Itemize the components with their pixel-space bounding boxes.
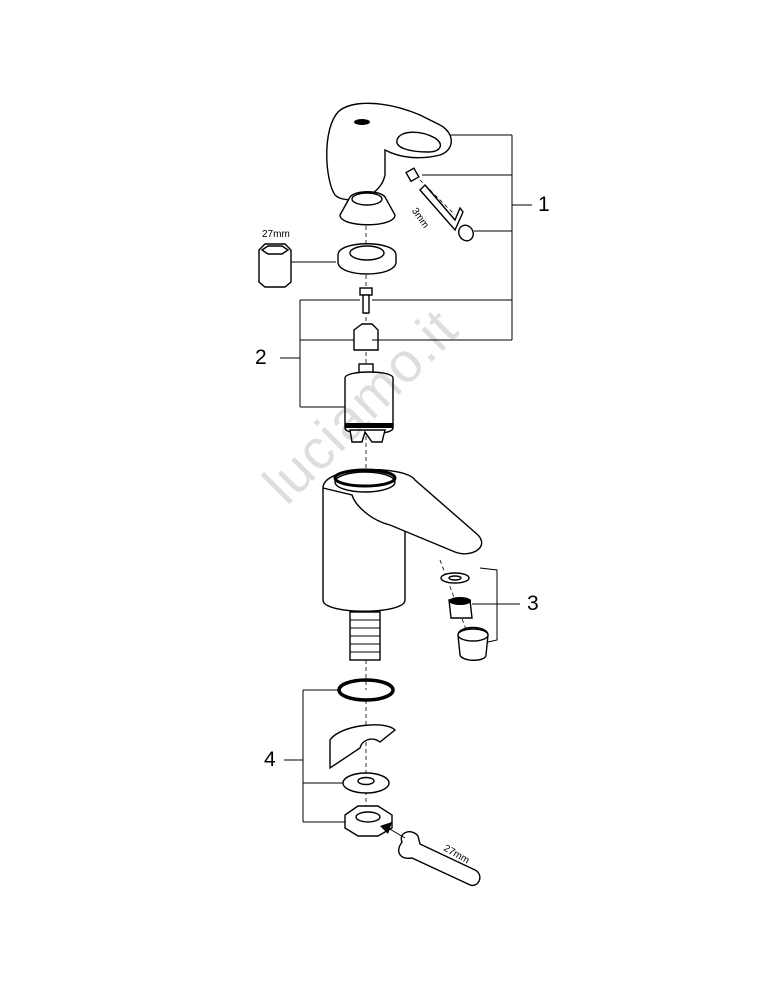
- callout-2-bracket: [280, 299, 360, 408]
- callout-2-label: 2: [255, 346, 267, 369]
- callout-3-bracket: [472, 567, 520, 643]
- cartridge-nut: [337, 243, 397, 275]
- grub-screw: [405, 167, 420, 183]
- lever-handle: [326, 102, 452, 201]
- aerator-seal: [440, 572, 470, 584]
- hex-key-3mm: [419, 183, 464, 232]
- aerator-housing: [457, 626, 489, 661]
- aerator-insert: [448, 597, 473, 619]
- callout-4-bracket: [284, 689, 345, 823]
- washer: [342, 772, 390, 794]
- socket-tool-27mm: [258, 243, 292, 288]
- cartridge: [344, 363, 394, 443]
- escutcheon: [339, 191, 396, 226]
- o-ring: [337, 678, 395, 702]
- arrow-icon: [380, 822, 392, 834]
- callout-4-label: 4: [264, 748, 276, 771]
- callout-3-label: 3: [527, 592, 539, 615]
- socket-size-label: 27mm: [262, 229, 290, 240]
- horseshoe-shim: [329, 724, 397, 770]
- callout-1-label: 1: [538, 193, 550, 216]
- plug-cap: [458, 224, 474, 242]
- wrench-27mm: [398, 831, 481, 887]
- screw: [359, 287, 373, 314]
- adapter: [353, 323, 379, 351]
- threaded-shank: [349, 611, 381, 661]
- callout-1-bracket: [372, 134, 532, 341]
- mixer-body: [322, 468, 483, 612]
- mounting-nut: [344, 805, 393, 837]
- sub-axis: [409, 169, 471, 641]
